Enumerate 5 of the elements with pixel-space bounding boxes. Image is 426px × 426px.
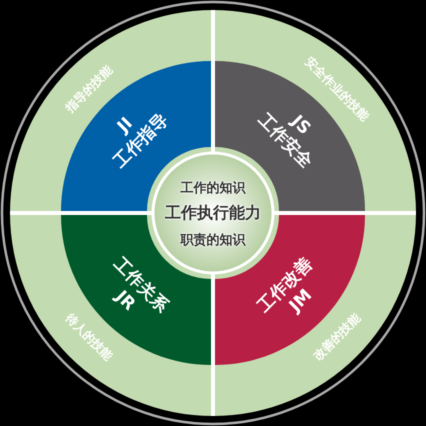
center-label: 职责的知识 [179,233,247,249]
center-label: 工作的知识 [180,181,247,197]
center-title: 工作执行能力 [164,205,262,221]
skill-label: 改善的技能 [310,310,364,366]
skill-label: 待人的技能 [62,310,116,366]
